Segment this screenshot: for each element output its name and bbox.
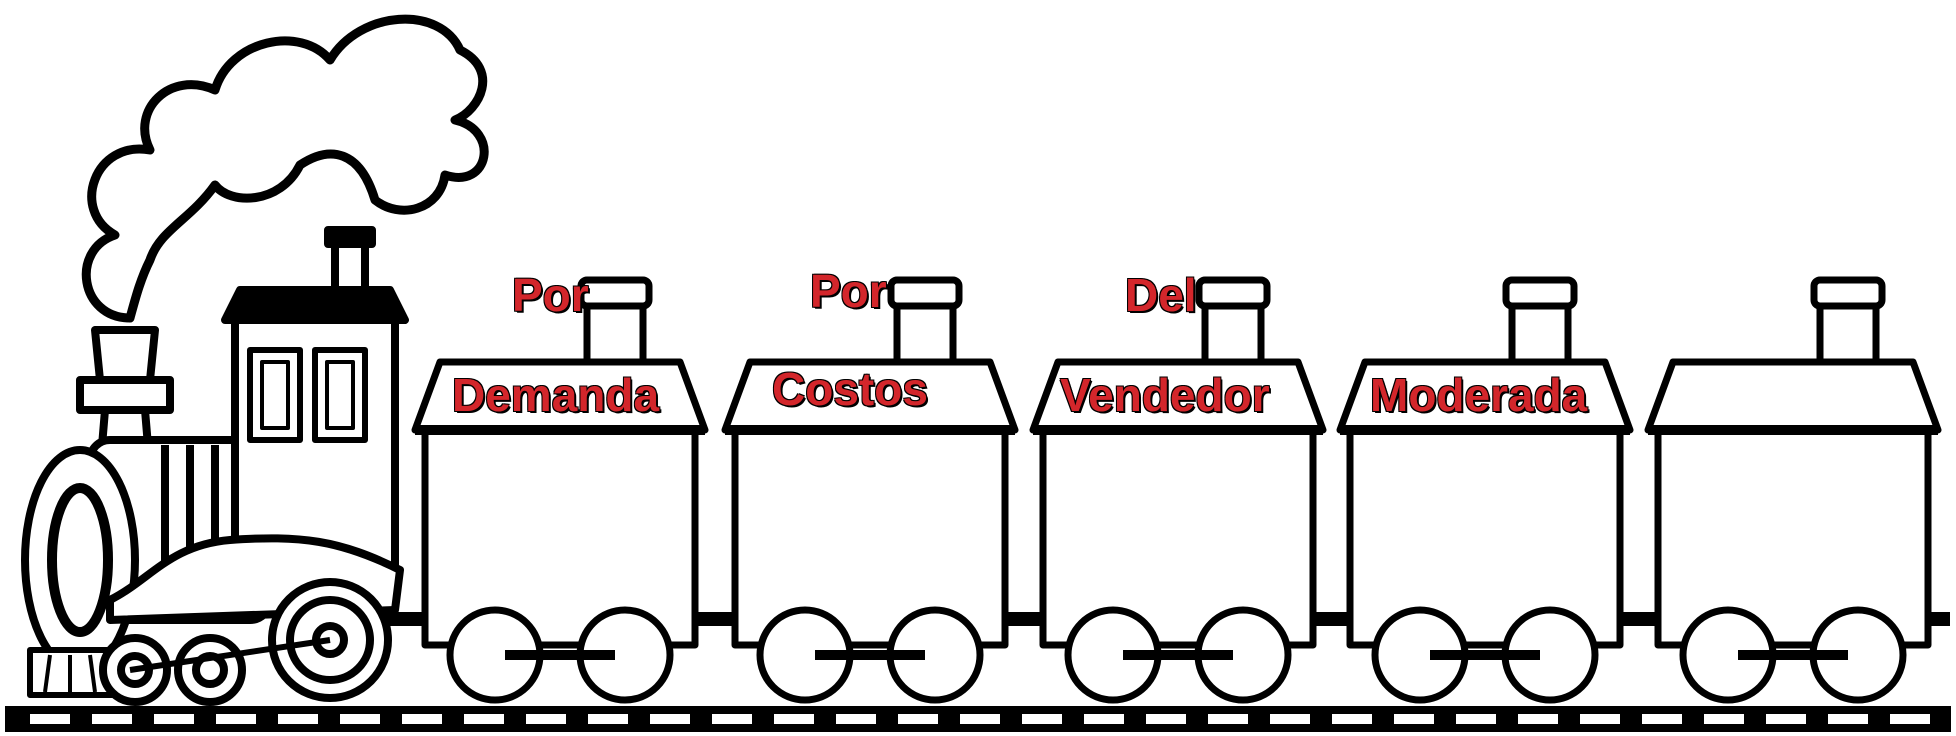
smoke-cloud <box>81 14 489 323</box>
rail-tie <box>1704 714 1744 724</box>
rail-tie <box>464 714 504 724</box>
rail-tie <box>1580 714 1620 724</box>
rail-tie <box>1208 714 1248 724</box>
train-car-3 <box>1029 276 1327 704</box>
car-1-top-label: Por <box>512 269 589 321</box>
rail-tie <box>836 714 876 724</box>
car-2-top-label: Por <box>810 265 887 317</box>
rail-tie <box>340 714 380 724</box>
rail-tie <box>960 714 1000 724</box>
locomotive <box>21 14 489 706</box>
rail-tie <box>1828 714 1868 724</box>
rail-tie <box>1084 714 1124 724</box>
car-1-bottom-label: Demanda <box>452 369 660 421</box>
rail-tie <box>1766 714 1806 724</box>
rail-tie <box>278 714 318 724</box>
rail-tie <box>1394 714 1434 724</box>
train-car-4 <box>1336 276 1634 704</box>
rail-tie <box>1270 714 1310 724</box>
rail-tie <box>402 714 442 724</box>
train-car-5 <box>1644 276 1942 704</box>
rail-tie <box>1332 714 1372 724</box>
rail-tie <box>1642 714 1682 724</box>
rail-tie <box>1890 714 1930 724</box>
rail-tie <box>774 714 814 724</box>
rail-tie <box>650 714 690 724</box>
rail-track <box>5 706 1951 732</box>
rail-tie <box>216 714 256 724</box>
rail-tie <box>92 714 132 724</box>
rail-tie <box>154 714 194 724</box>
rail-tie <box>30 714 70 724</box>
train-car-1 <box>411 276 709 704</box>
rail-tie <box>1456 714 1496 724</box>
car-4-bottom-label: Moderada <box>1370 369 1588 421</box>
car-3-bottom-label: Vendedor <box>1060 369 1270 421</box>
rail-tie <box>526 714 566 724</box>
rail-tie <box>1518 714 1558 724</box>
rail-tie <box>1146 714 1186 724</box>
rail-tie <box>588 714 628 724</box>
car-3-top-label: Del <box>1125 269 1197 321</box>
train-car-2 <box>721 276 1019 704</box>
rail-tie <box>1022 714 1062 724</box>
rail-tie <box>712 714 752 724</box>
rail-tie <box>898 714 938 724</box>
car-2-bottom-label: Costos <box>772 363 928 415</box>
